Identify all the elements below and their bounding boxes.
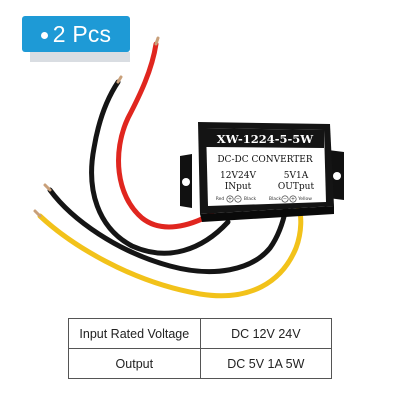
quantity-badge: 2 Pcs (22, 16, 130, 52)
black-wire-output (47, 187, 289, 274)
input-wire-right-label: Black (244, 196, 257, 202)
plus-sign-output: + (291, 197, 295, 203)
output-wire-left-label: Black (269, 196, 282, 202)
spec-value: DC 12V 24V (199, 318, 333, 349)
yellow-wire (37, 203, 304, 299)
mount-hole-left (182, 178, 190, 186)
input-label: INput (225, 182, 252, 192)
output-wire-right-label: Yellow (297, 196, 312, 202)
minus-sign-input: − (236, 197, 240, 203)
table-row: Output DC 5V 1A 5W (68, 348, 333, 379)
yellow-wire-tip (33, 209, 42, 218)
plus-icon-input (226, 195, 234, 203)
black-wire-tip (116, 75, 123, 84)
spec-value: DC 5V 1A 5W (199, 348, 333, 379)
product-photo: XW-1224-5-5W DC-DC CONVERTER 12V24V 5V1A… (33, 36, 344, 299)
converter-module: XW-1224-5-5W DC-DC CONVERTER 12V24V 5V1A… (180, 122, 344, 222)
black-wire-input (89, 79, 231, 256)
module-side (200, 206, 334, 222)
red-wire-tip (154, 36, 160, 46)
spec-label: Output (68, 348, 201, 379)
minus-sign-output: − (283, 197, 287, 203)
wires (33, 36, 304, 299)
bullet-icon (40, 31, 48, 39)
converter-title: DC-DC CONVERTER (217, 155, 313, 165)
output-rating: 5V1A (284, 171, 309, 181)
output-label: OUTput (278, 182, 315, 192)
model-header-bar (206, 128, 324, 148)
badge-shadow (30, 52, 130, 62)
mount-hole-right (333, 172, 341, 180)
red-wire (116, 41, 215, 230)
spec-table: Input Rated Voltage DC 12V 24V Output DC… (68, 318, 333, 379)
input-voltage: 12V24V (220, 171, 256, 181)
minus-icon-input (234, 195, 242, 203)
minus-icon-output (281, 195, 289, 203)
plus-sign-input: + (228, 197, 232, 203)
quantity-label: 2 Pcs (52, 20, 112, 47)
plus-icon-output (289, 195, 297, 203)
table-row: Input Rated Voltage DC 12V 24V (68, 318, 333, 349)
black-wire-tip-2 (43, 183, 52, 192)
input-wire-left-label: Red (216, 196, 225, 202)
model-number: XW-1224-5-5W (217, 132, 315, 146)
spec-label: Input Rated Voltage (68, 318, 201, 349)
